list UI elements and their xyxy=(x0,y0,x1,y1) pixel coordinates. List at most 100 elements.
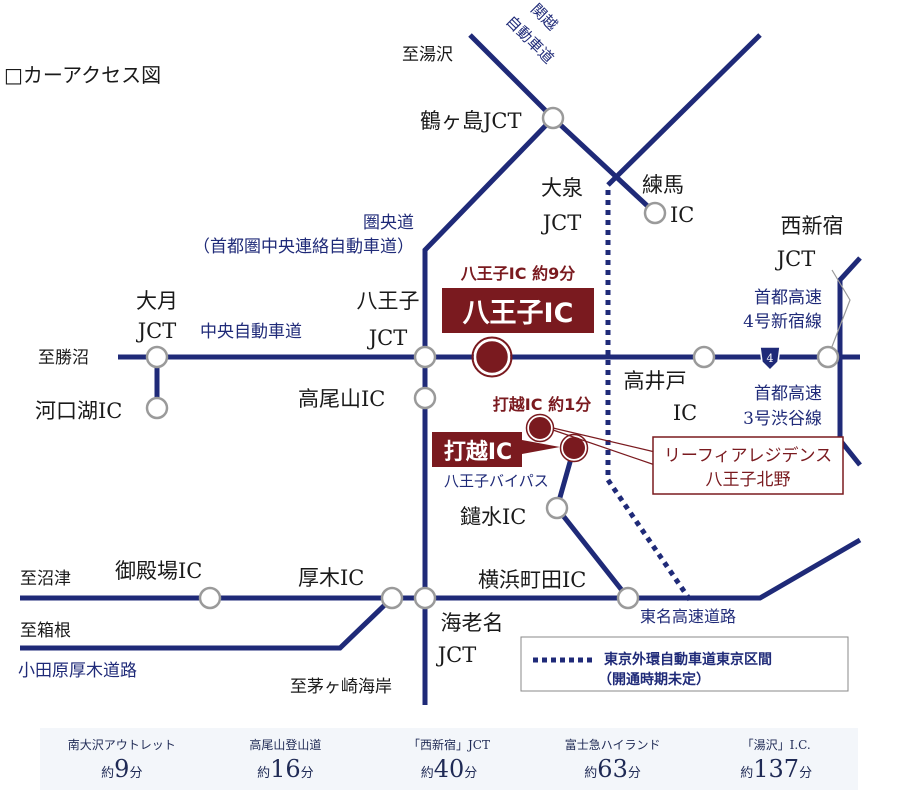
legend-line-2: （開通時期未定） xyxy=(598,671,710,688)
road-chuo: 中央自動車道 xyxy=(200,322,302,342)
gaikan-unopened-dotted xyxy=(605,190,693,602)
label-tsurugashima: 鶴ヶ島JCT xyxy=(420,109,522,133)
travel-time-item: 「西新宿」JCT 約40分 xyxy=(367,728,531,790)
road-shuto4-1: 首都高速 xyxy=(754,288,822,308)
travel-times-strip: 南大沢アウトレット 約9分 高尾山登山道 約16分 「西新宿」JCT 約40分 … xyxy=(40,728,858,790)
map-title: □カーアクセス図 xyxy=(4,63,161,87)
node-kawaguchiko xyxy=(145,396,169,420)
prefix: 約 xyxy=(740,766,754,781)
label-oizumi-2: JCT xyxy=(541,211,582,235)
travel-time-value: 約16分 xyxy=(204,755,368,783)
route-4-shield-number: 4 xyxy=(767,352,774,365)
road-kenodo-2: （首都圏中央連絡自動車道） xyxy=(193,237,414,257)
unit: 分 xyxy=(464,766,478,781)
uchikoshi-ic-badge-label: 打越IC xyxy=(444,440,512,465)
label-gotemba: 御殿場IC xyxy=(115,559,202,583)
prefix: 約 xyxy=(584,766,598,781)
prefix: 約 xyxy=(257,766,271,781)
road-network xyxy=(20,33,862,705)
label-takaido-1: 高井戸 xyxy=(624,369,687,393)
label-takaido-2: IC xyxy=(673,401,697,425)
label-nishishinjuku-1: 西新宿 xyxy=(781,214,844,238)
travel-time-item: 富士急ハイランド 約63分 xyxy=(531,728,695,790)
travel-time-item: 「湯沢」I.C. 約137分 xyxy=(694,728,858,790)
minutes: 63 xyxy=(597,755,628,783)
node-atsugi xyxy=(380,586,404,610)
label-kawaguchiko: 河口湖IC xyxy=(35,399,122,423)
label-takaosan: 高尾山IC xyxy=(298,387,385,411)
travel-time-destination: 「湯沢」I.C. xyxy=(741,738,811,752)
legend: 東京外環自動車道東京区間 （開通時期未定） xyxy=(520,636,849,692)
uchikoshi-ic-badge xyxy=(432,432,560,467)
hachioji-ic-time: 八王子IC 約9分 xyxy=(460,264,575,283)
label-hachioji-jct-1: 八王子 xyxy=(357,289,420,313)
shuto-loop xyxy=(837,256,862,467)
node-ebina xyxy=(413,586,437,610)
property-name-1: リーフィアレジデンス xyxy=(664,445,832,466)
hachioji-ic-badge-label: 八王子IC xyxy=(463,298,574,329)
unit: 分 xyxy=(799,766,813,781)
node-hachioji-jct xyxy=(413,345,437,369)
tomei-road xyxy=(20,537,862,601)
road-bypass: 八王子バイパス xyxy=(444,472,549,490)
node-yarimizu xyxy=(545,496,569,520)
hachioji-ic-marker-ring xyxy=(471,336,513,378)
node-tsurugashima xyxy=(541,106,565,130)
minutes: 16 xyxy=(270,755,301,783)
uchikoshi-ic-marker-ring xyxy=(559,433,589,463)
label-ebina-1: 海老名 xyxy=(441,611,504,635)
hachioji-ic-badge xyxy=(442,288,594,333)
dir-yuzawa: 至湯沢 xyxy=(402,45,453,65)
dir-chigasaki: 至茅ヶ崎海岸 xyxy=(290,677,392,697)
node-takaido xyxy=(692,345,716,369)
unit: 分 xyxy=(129,766,143,781)
hachioji-ic-marker xyxy=(473,338,511,376)
node-otsuki xyxy=(145,345,169,369)
unit: 分 xyxy=(300,766,314,781)
node-labels: 至湯沢 鶴ヶ島JCT 大泉 JCT 練馬 IC 西新宿 JCT 大月 JCT 八… xyxy=(20,45,844,697)
label-otsuki-2: JCT xyxy=(136,319,177,343)
travel-time-item: 高尾山登山道 約16分 xyxy=(204,728,368,790)
node-takaosan xyxy=(413,386,437,410)
label-otsuki-1: 大月 xyxy=(136,289,178,313)
travel-time-item: 南大沢アウトレット 約9分 xyxy=(40,728,204,790)
property-name-2: 八王子北野 xyxy=(706,470,791,490)
road-shuto3-1: 首都高速 xyxy=(754,384,822,404)
prefix: 約 xyxy=(101,766,115,781)
property-leader-line xyxy=(552,427,656,466)
label-atsugi: 厚木IC xyxy=(298,566,364,590)
route-4-shield-icon xyxy=(759,346,781,372)
leader-line xyxy=(827,269,851,358)
dir-numazu: 至沼津 xyxy=(20,569,71,589)
uchikoshi-ic-time: 打越IC 約1分 xyxy=(493,395,591,414)
travel-time-value: 約63分 xyxy=(531,755,695,783)
node-yokohamamachida xyxy=(616,586,640,610)
odawara-atsugi-road xyxy=(20,596,394,651)
minutes: 9 xyxy=(114,755,130,783)
unit: 分 xyxy=(627,766,641,781)
label-oizumi-1: 大泉 xyxy=(541,176,583,200)
road-odawara: 小田原厚木道路 xyxy=(18,661,137,681)
property-marker xyxy=(527,415,553,441)
label-yarimizu: 鑓水IC xyxy=(460,505,526,529)
uchikoshi-ic-marker xyxy=(561,435,587,461)
legend-line-1: 東京外環自動車道東京区間 xyxy=(604,651,772,668)
travel-time-destination: 高尾山登山道 xyxy=(249,738,322,752)
property-callout-box xyxy=(652,436,844,495)
node-gotemba xyxy=(198,586,222,610)
label-ebina-2: JCT xyxy=(436,643,477,667)
travel-time-destination: 「西新宿」JCT xyxy=(407,738,490,752)
travel-time-value: 約40分 xyxy=(367,755,531,783)
interchange-nodes: 4 xyxy=(145,106,840,610)
dir-hakone: 至箱根 xyxy=(20,621,71,641)
travel-time-value: 約9分 xyxy=(40,755,204,783)
road-shuto3-2: 3号渋谷線 xyxy=(743,409,822,429)
road-tomei: 東名高速道路 xyxy=(640,607,736,626)
label-nerima-1: 練馬 xyxy=(642,173,684,197)
road-kenodo-1: 圏央道 xyxy=(363,213,414,233)
road-shuto4-2: 4号新宿線 xyxy=(743,312,822,332)
gaikan-road xyxy=(606,33,762,187)
node-nishishinjuku xyxy=(816,345,840,369)
prefix: 約 xyxy=(420,766,434,781)
label-nerima-2: IC xyxy=(670,203,694,227)
